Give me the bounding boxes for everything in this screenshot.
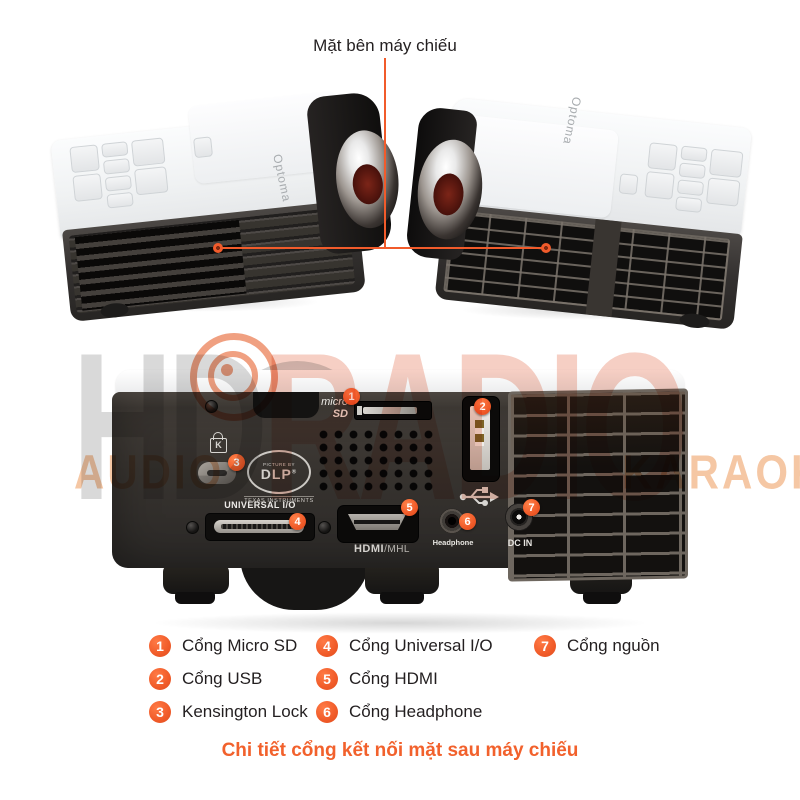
- legend-badge: 6: [316, 701, 338, 723]
- kensington-lock-slot[interactable]: [198, 462, 236, 484]
- power-button: [618, 173, 639, 196]
- usb-icon: [459, 487, 499, 506]
- page-title: Mặt bên máy chiếu: [313, 36, 457, 55]
- rear-foot-tip: [583, 592, 621, 604]
- rear-foot-tip: [175, 592, 215, 604]
- legend-badge: 5: [316, 668, 338, 690]
- kensington-lock-icon: K: [210, 438, 227, 453]
- screw: [318, 521, 331, 534]
- control-buttons: [643, 142, 744, 216]
- legend-item-hdmi: 5 Cổng HDMI: [316, 668, 438, 690]
- connector-dot-right: [541, 243, 551, 253]
- callout-badge-1: 1: [343, 388, 360, 405]
- connector-line-vertical: [384, 58, 386, 248]
- legend-badge: 1: [149, 635, 171, 657]
- control-buttons: [69, 137, 169, 211]
- focus-notch: [253, 392, 319, 418]
- hdmi-mhl-label: HDMI/MHL: [353, 543, 410, 555]
- legend-item-headphone: 6 Cổng Headphone: [316, 701, 482, 723]
- rear-foot-tip: [380, 592, 424, 604]
- legend-badge: 3: [149, 701, 171, 723]
- legend-item-kensington: 3 Kensington Lock: [149, 701, 308, 723]
- universal-io-label: UNIVERSAL I/O: [224, 500, 296, 510]
- rear-foot: [163, 564, 229, 594]
- dlp-logo: PICTURE BY DLP® TEXAS INSTRUMENTS: [244, 450, 314, 504]
- projector-right-side-photo: Optoma: [404, 75, 771, 338]
- callout-badge-7: 7: [523, 499, 540, 516]
- kensington-lock-icon: [213, 432, 223, 440]
- callout-badge-6: 6: [459, 513, 476, 530]
- speaker-grille: [316, 428, 436, 492]
- callout-badge-5: 5: [401, 499, 418, 516]
- legend-item-power: 7 Cổng nguồn: [534, 635, 660, 657]
- legend-badge: 4: [316, 635, 338, 657]
- connector-dot-left: [213, 243, 223, 253]
- callout-badge-4: 4: [289, 513, 306, 530]
- legend-item-micro-sd: 1 Cổng Micro SD: [149, 635, 297, 657]
- legend-item-usb: 2 Cổng USB: [149, 668, 262, 690]
- power-button: [193, 136, 214, 159]
- callout-badge-3: 3: [228, 454, 245, 471]
- callout-badge-2: 2: [474, 398, 491, 415]
- legend-item-universal-io: 4 Cổng Universal I/O: [316, 635, 493, 657]
- rear-panel-shadow: [150, 612, 650, 634]
- dc-in-label: DC IN: [507, 538, 533, 548]
- exhaust-vent-grid: [508, 388, 688, 582]
- bottom-caption: Chi tiết cổng kết nối mặt sau máy chiếu: [221, 740, 579, 761]
- legend-badge: 7: [534, 635, 556, 657]
- micro-sd-slot[interactable]: [354, 401, 432, 420]
- screw: [186, 521, 199, 534]
- screw: [205, 400, 218, 413]
- projector-left-side-photo: Optoma: [38, 79, 404, 328]
- legend-badge: 2: [149, 668, 171, 690]
- connector-line-horizontal: [218, 247, 547, 249]
- headphone-label: Headphone: [432, 538, 474, 547]
